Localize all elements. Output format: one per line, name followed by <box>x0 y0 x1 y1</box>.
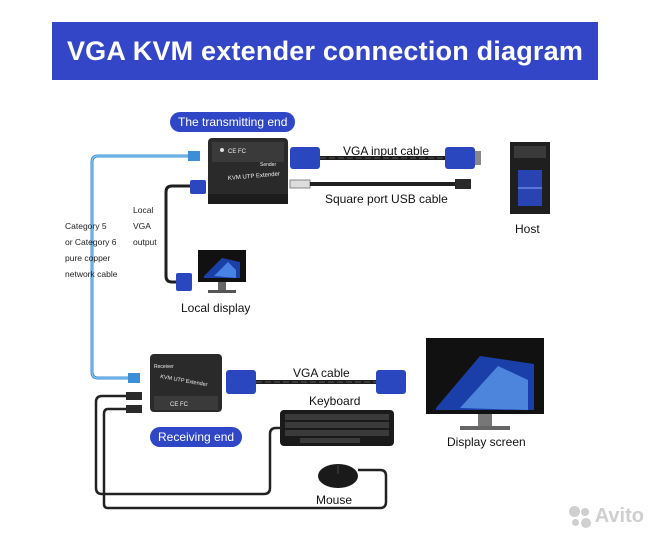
local-output-line: VGA <box>133 221 151 231</box>
network-cable-line: pure copper <box>65 253 111 263</box>
vga-output-cable <box>226 370 406 394</box>
keyboard-device <box>280 410 394 446</box>
local-output-note: Local VGA output <box>133 202 157 250</box>
host-label: Host <box>515 222 540 236</box>
svg-text:Sender: Sender <box>260 162 276 168</box>
vga-input-cable-label: VGA input cable <box>343 144 430 158</box>
network-cable-line: Category 5 <box>65 221 107 231</box>
vga-input-cable <box>290 147 481 169</box>
receiver-unit: KVM UTP Extender Receiver CE FC <box>150 354 222 412</box>
svg-text:Receiver: Receiver <box>154 364 174 370</box>
peripheral-cables <box>94 392 388 510</box>
transmitting-end-label: The transmitting end <box>170 112 296 132</box>
usb-cable <box>289 179 471 189</box>
network-cable-line: network cable <box>65 269 118 279</box>
mouse-device <box>318 464 358 488</box>
svg-text:CE FC: CE FC <box>228 149 247 155</box>
usb-cable-label: Square port USB cable <box>325 192 448 206</box>
svg-text:KVM UTP Extender: KVM UTP Extender <box>228 171 281 182</box>
avito-logo-icon <box>568 505 591 528</box>
display-screen-monitor <box>426 338 544 430</box>
local-display-label: Local display <box>181 301 251 315</box>
local-output-line: output <box>133 237 157 247</box>
network-cable-note: Category 5 or Category 6 pure copper net… <box>65 218 117 282</box>
diagram-title: VGA KVM extender connection diagram <box>52 22 598 80</box>
rj45-plug-top <box>188 151 200 161</box>
receiving-end-label: Receiving end <box>150 427 243 447</box>
watermark-text: Avito <box>594 505 644 527</box>
local-display-monitor <box>198 250 246 293</box>
local-vga-cable <box>164 180 206 291</box>
avito-watermark: Avito <box>568 505 644 528</box>
host-tower <box>510 142 550 214</box>
sender-unit: CE FC KVM UTP Extender Sender <box>208 138 288 204</box>
network-cable-line: or Category 6 <box>65 237 117 247</box>
rj45-plug-bottom <box>128 373 140 383</box>
svg-text:CE FC: CE FC <box>170 402 189 408</box>
display-screen-label: Display screen <box>447 435 526 449</box>
local-output-line: Local <box>133 205 154 215</box>
vga-cable-label: VGA cable <box>293 366 350 380</box>
keyboard-label: Keyboard <box>309 394 361 408</box>
mouse-label: Mouse <box>316 493 353 507</box>
